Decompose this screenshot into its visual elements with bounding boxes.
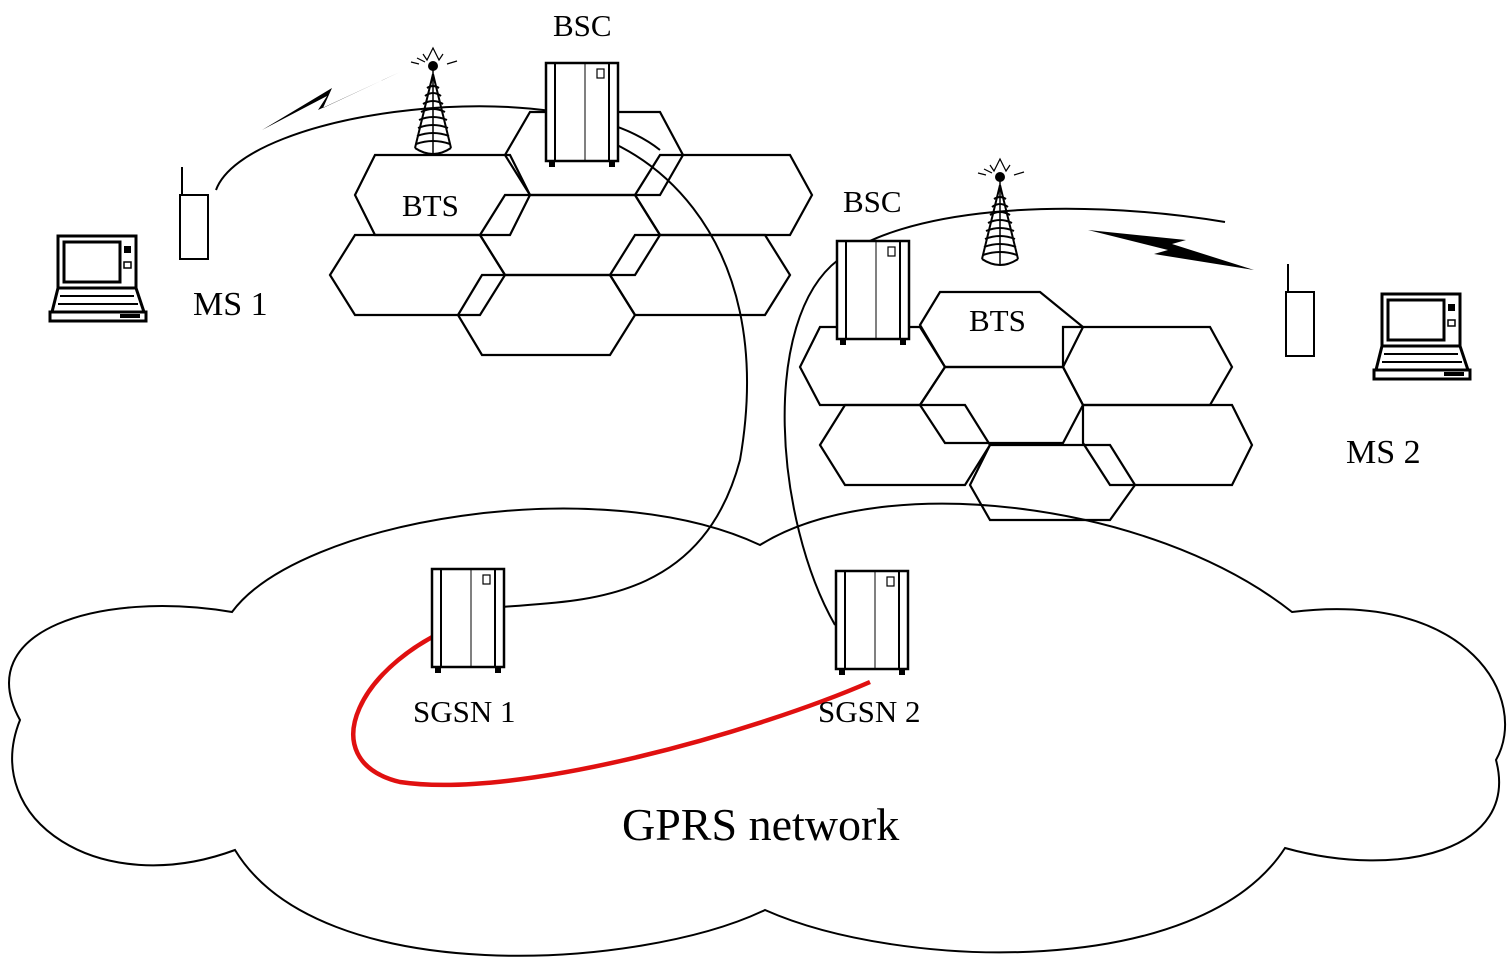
cell-hexagons-1 (328, 110, 814, 357)
sgsn-2-server (834, 569, 910, 677)
bts-tower-1 (410, 47, 458, 155)
sgsn-tunnel-link (351, 619, 871, 788)
bsc-2-server (835, 239, 911, 347)
bsc-1-label: BSC (553, 8, 612, 43)
radio-link-1 (262, 72, 400, 130)
network-label: GPRS network (622, 799, 900, 850)
ms-2-phone (1284, 262, 1316, 358)
bts-1-label: BTS (402, 188, 459, 223)
cell-hexagons-2 (798, 290, 1254, 522)
ms-1-label: MS 1 (193, 286, 268, 323)
bsc-2-label: BSC (843, 184, 902, 219)
ms-2-laptop (1372, 292, 1472, 381)
sgsn-1-label: SGSN 1 (413, 694, 516, 729)
ms-1-laptop (48, 234, 148, 323)
ms-1-phone (178, 165, 210, 261)
ms-2-label: MS 2 (1346, 434, 1421, 471)
bsc-1-server (544, 61, 620, 169)
sgsn-2-label: SGSN 2 (818, 694, 921, 729)
link-bsc1-sgsn1 (489, 124, 748, 609)
gprs-cloud (8, 502, 1506, 957)
radio-link-2 (1088, 230, 1254, 270)
sgsn-1-server (430, 567, 506, 675)
bts-2-label: BTS (969, 303, 1026, 338)
